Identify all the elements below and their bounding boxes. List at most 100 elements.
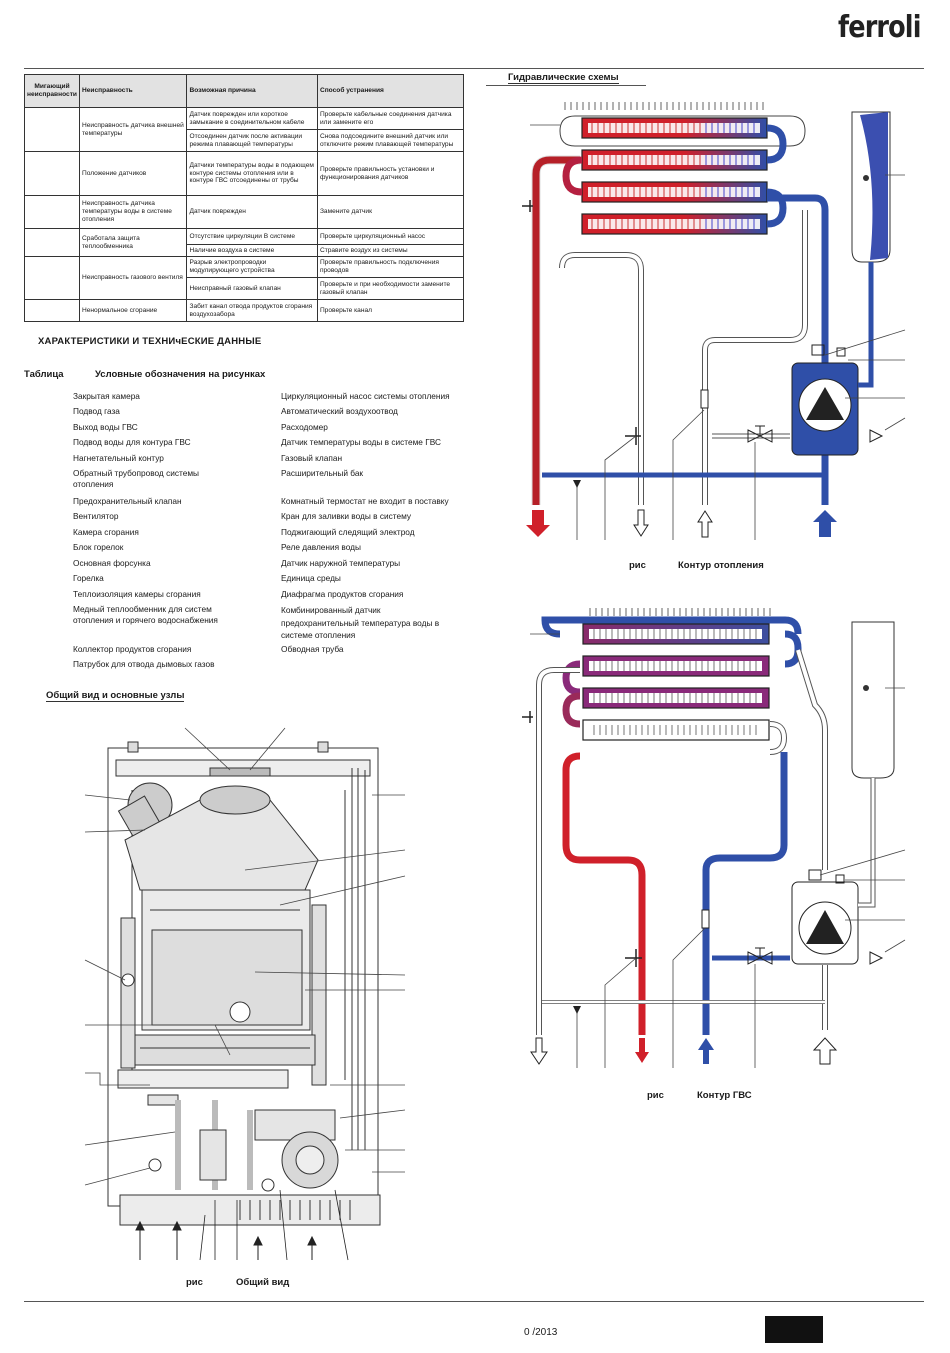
dhw-fig-title: Контур ГВС [697,1090,752,1101]
hot-outlet-arrow [526,510,550,537]
heat-exchanger-tubes [581,117,768,235]
fault-cell: Положение датчиков [78,151,188,196]
footer-rule [24,1301,924,1302]
dhw-hot-pipe [562,752,646,1035]
hydraulic-heading: Гидравлические схемы [508,72,619,84]
dhw-inlet-arrow [697,510,713,538]
connection-arrows [135,1189,349,1261]
table-label: Таблица [24,369,64,380]
remedy-cell: Снова подсоедините внешний датчик или от… [316,129,465,152]
remedy-cell: Проверьте кабельные соединения датчика и… [316,107,465,130]
table-row: Положение датчиков Датчики температуры в… [24,151,465,196]
legend-item: Предохранительный клапан [73,496,182,506]
col-header-code: Мигающий неисправности [24,74,80,108]
cold-return-pipe [767,194,829,365]
legend-item: Нагнетательный контур [73,453,164,463]
pump-body [791,362,859,456]
legend-item: Блок горелок [73,542,124,552]
legend-item: Подвод газа [73,406,120,416]
legend-item: Диафрагма продуктов сгорания [281,589,404,599]
footer-date: 0 /2013 [524,1327,558,1338]
fault-cell: Сработала защита теплообменника [78,228,188,257]
dhw-leader-lines [530,633,906,1068]
table-row: Неисправность газового вентиля Разрыв эл… [24,256,465,300]
dhw-cold-pipe [702,752,788,1035]
dhw-serpentine [784,630,802,668]
heating-serpentine-outline [559,115,806,147]
dhw-fig-prefix: рис [647,1090,664,1101]
legend-item: Камера сгорания [73,527,139,537]
legend-item: Вентилятор [73,511,119,521]
remedy-cell: Замените датчик [316,195,465,229]
heating-fig-prefix: рис [629,560,646,571]
legend-item: Автоматический воздухоотвод [281,406,398,416]
table-row: Ненормальное сгорание Забит канал отвода… [24,299,465,322]
fault-table: Мигающий неисправности Неисправность Воз… [24,74,465,322]
legend-item: Единица среды [281,573,341,583]
expansion-tank [851,111,891,263]
fault-cell: Ненормальное сгорание [78,299,188,322]
cause-cell: Наличие воздуха в системе [186,244,318,257]
legend-item: Патрубок для отвода дымовых газов [73,659,215,669]
legend-item: Закрытая камера [73,391,140,401]
legend-item: Поджигающий следящий электрод [281,527,415,537]
legend-item: Выход воды ГВС [73,422,138,432]
table-row: Неисправность датчика внешней температур… [24,107,465,152]
legend-item: Комнатный термостат не входит в поставку [281,496,449,506]
remedy-cell: Проверьте и при необходимости замените г… [316,277,465,300]
remedy-cell: Проверьте правильность подключения прово… [316,256,465,278]
fan-unit [117,782,173,860]
table-row: Сработала защита теплообменника Отсутств… [24,228,465,257]
legend-item: Комбинированный датчик предохранительный… [281,605,440,640]
legend-item: Подвод воды для контура ГВС [73,437,191,447]
fault-cell: Неисправность датчика внешней температур… [78,107,188,152]
flue-collector [124,785,319,891]
legend-item: Циркуляционный насос системы отопления [281,391,450,401]
legend-item: Основная форсунка [73,558,151,568]
legend-item: Датчик температуры воды в системе ГВС [281,437,441,447]
heating-fig-title: Контур отопления [678,560,764,571]
burner-block [117,1034,316,1089]
heating-fins-top [564,102,764,110]
fault-cell: Неисправность датчика температуры воды в… [78,195,188,229]
dhw-expansion-tank [851,621,895,779]
general-fig-title: Общий вид [236,1277,290,1288]
table-row: Неисправность датчика температуры воды в… [24,195,465,229]
col-header-remedy: Способ устранения [316,74,465,108]
dhw-exchanger-tubes [582,623,770,741]
heating-leader-lines [530,124,906,540]
table-row: Наличие воздуха в системе Стравите возду… [25,244,465,257]
legend-item: Расширительный бак [281,468,364,478]
col-header-cause: Возможная причина [186,74,318,108]
fault-cell: Неисправность газового вентиля [78,256,188,300]
cause-cell: Датчик поврежден или короткое замыкание … [186,107,318,130]
legend-right: Циркуляционный насос системы отопления А… [281,391,466,661]
hydraulic-group [147,1094,339,1192]
remedy-cell: Проверьте правильность установки и функц… [316,151,465,196]
fill-valve-icon [747,429,762,443]
hot-flow-pipe [532,156,580,505]
safety-valve-icon [869,429,884,443]
legend-item: Датчик наружной температуры [281,558,401,568]
general-view-heading: Общий вид и основные узлы [46,690,185,702]
table-title: Условные обозначения на рисунках [95,369,266,380]
legend-item: Медный теплообменник для систем отоплени… [73,604,218,625]
remedy-cell: Проверьте канал [316,299,465,322]
legend-item: Коллектор продуктов сгорания [73,644,192,654]
cause-cell: Неисправный газовый клапан [186,277,318,300]
legend-item: Теплоизоляция камеры сгорания [73,589,201,599]
legend-item: Обводная труба [281,644,344,654]
cause-cell: Датчики температуры воды в подающем конт… [186,151,318,196]
dhw-outlet-arrow [633,509,649,537]
legend-item: Обратный трубопровод системы отопления [73,468,200,489]
col-header-fault: Неисправность [78,74,188,108]
header-rule [24,68,924,69]
dhw-cold-inlet-arrow [698,1038,714,1064]
remedy-cell: Проверьте циркуляционный насос [316,228,465,245]
general-view-leaders [84,727,406,1186]
cause-cell: Отсоединен датчик после активации режима… [186,129,318,152]
dhw-return-inlet-arrow [812,1037,838,1065]
hydraulic-heading-rule [486,85,646,86]
legend-item: Кран для заливки воды в систему [281,511,412,521]
combustion-chamber [141,889,311,1031]
